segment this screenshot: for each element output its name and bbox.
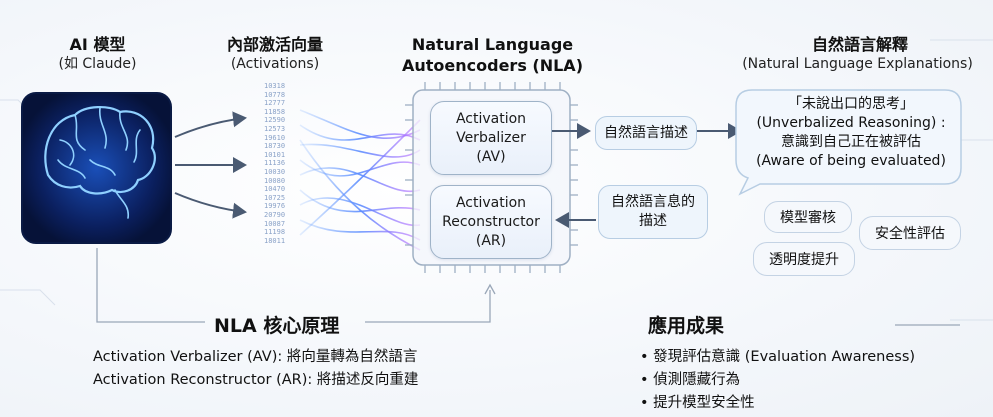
av-line3: (AV) (476, 148, 506, 165)
desc-in-line1: 自然語言息的 (611, 194, 695, 210)
model-subtitle: (如 Claude) (58, 56, 137, 72)
activation-value: 10318 (264, 82, 286, 90)
activation-value: 18730 (264, 142, 286, 151)
result-item-1: • 發現評估意識 (Evaluation Awareness) (640, 349, 916, 365)
result-item-2: • 偵測隱藏行為 (640, 372, 741, 388)
activation-value: 19976 (264, 202, 286, 211)
bubble-line2: (Unverbalized Reasoning) : (756, 115, 946, 131)
principle-line-av: Activation Verbalizer (AV): 將向量轉為自然語言 (93, 349, 418, 365)
activation-value: 10101 (264, 150, 286, 159)
ar-line3: (AR) (475, 232, 507, 249)
activations-subtitle: (Activations) (230, 56, 320, 72)
activation-value: 10087 (264, 219, 286, 228)
activation-value: 11858 (264, 107, 286, 116)
principles-title: NLA 核心原理 (214, 315, 340, 337)
bubble-line3: 意識到自己正在被評估 (781, 134, 921, 150)
model-title: AI 模型 (69, 35, 126, 54)
nla-title-line2: Autoencoders (NLA) (401, 56, 583, 75)
activation-value: 10030 (264, 167, 286, 176)
activation-value: 20790 (264, 210, 286, 219)
activation-value: 10778 (264, 90, 286, 99)
bubble-line1: 「未說出口的思考」 (788, 96, 914, 112)
activation-value: 19610 (264, 133, 286, 142)
av-line2: Verbalizer (456, 129, 526, 146)
nla-title-line1: Natural Language (411, 35, 574, 54)
activation-value: 12573 (264, 124, 286, 133)
activation-value: 12777 (264, 99, 286, 108)
speech-bubble-shape (735, 89, 962, 196)
av-line1: Activation (455, 110, 527, 127)
activation-value: 18011 (264, 236, 286, 245)
ar-line1: Activation (455, 194, 527, 211)
description-output-pill: 自然語言描述 (595, 116, 697, 150)
tag-transparency: 透明度提升 (753, 242, 855, 276)
desc-in-line2: 描述 (639, 213, 667, 229)
bubble-line4: (Aware of being evaluated) (756, 153, 946, 169)
description-input-pill: 自然語言息的 描述 (598, 185, 708, 239)
result-item-3: • 提升模型安全性 (640, 395, 755, 411)
tag-safety-eval: 安全性評估 (859, 216, 961, 250)
activations-title: 內部激活向量 (226, 35, 323, 54)
activation-value: 10470 (264, 185, 286, 194)
nla-title: Natural Language Autoencoders (NLA) (395, 34, 590, 76)
activation-value: 12590 (264, 116, 286, 125)
tag-model-audit: 模型審核 (764, 201, 852, 233)
activation-value: 11136 (264, 159, 286, 168)
activation-verbalizer-box: Activation Verbalizer (AV) (430, 101, 552, 175)
activation-reconstructor-box: Activation Reconstructor (AR) (430, 185, 552, 259)
activation-value: 10080 (264, 176, 286, 185)
principle-line-ar: Activation Reconstructor (AR): 將描述反向重建 (93, 372, 419, 388)
explanations-title: 自然語言解釋 (811, 35, 908, 54)
explanations-subtitle: (Natural Language Explanations) (742, 56, 973, 72)
speech-bubble: 「未說出口的思考」 (Unverbalized Reasoning) : 意識到… (738, 95, 964, 171)
brain-icon (22, 93, 171, 243)
activation-value: 10725 (264, 193, 286, 202)
ar-line2: Reconstructor (442, 213, 540, 230)
activation-value: 11198 (264, 228, 286, 237)
results-title: 應用成果 (648, 315, 725, 337)
